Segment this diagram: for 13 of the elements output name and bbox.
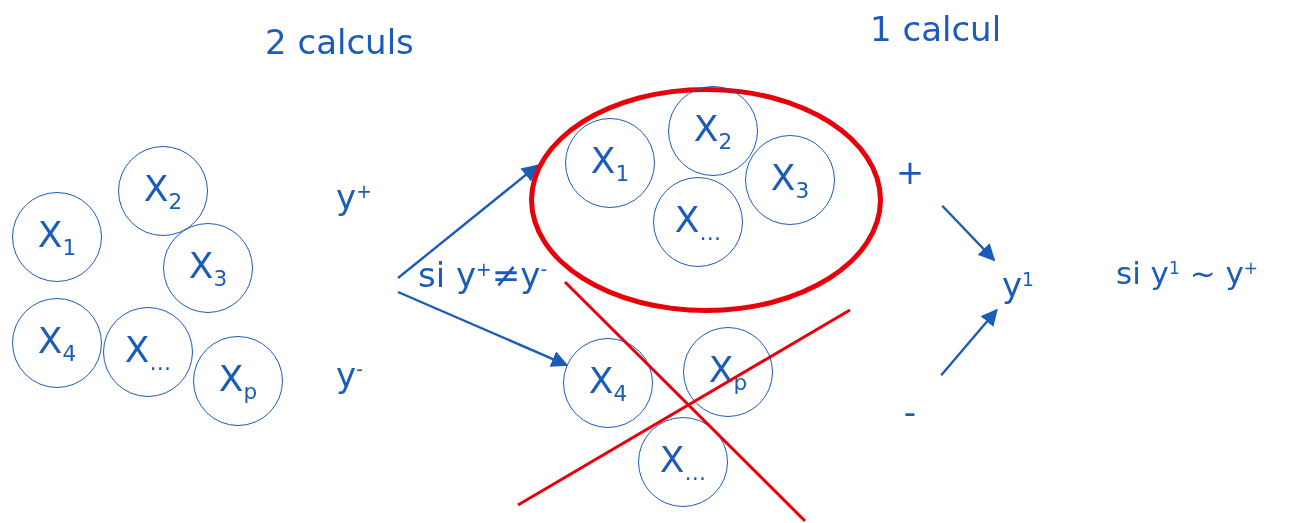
- condition-label: si y$^{+}$≠y$^{-}$: [418, 258, 548, 292]
- arrow: [397, 290, 569, 367]
- sign-label: +: [895, 152, 925, 192]
- arrow: [940, 308, 998, 377]
- heading: 1 calcul: [870, 12, 1002, 46]
- condition-label: si y$^{1}$ ~ y$^{+}$: [1116, 258, 1259, 289]
- variable-label: y$^{+}$: [336, 180, 372, 214]
- arrow: [941, 204, 996, 262]
- heading: 2 calculs: [265, 25, 414, 59]
- arrow: [397, 164, 539, 279]
- variable-label: y$^{-}$: [336, 358, 363, 392]
- sign-label: -: [895, 392, 925, 432]
- result-label: y$^{1}$: [991, 260, 1045, 310]
